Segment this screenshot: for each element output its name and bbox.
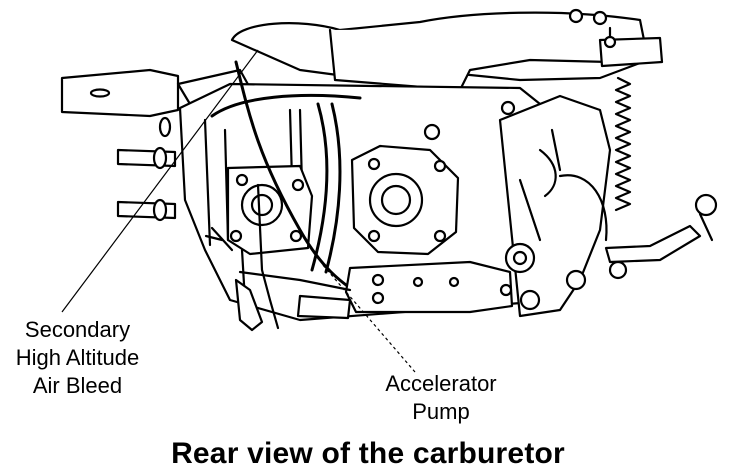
adjust-screw xyxy=(694,193,718,217)
figure-caption: Rear view of the carburetor xyxy=(171,437,565,470)
return-spring xyxy=(614,76,632,212)
label-line: Pump xyxy=(412,399,470,424)
base-plate xyxy=(344,260,514,314)
label-line: Air Bleed xyxy=(32,373,123,398)
label-line: Accelerator xyxy=(385,371,497,396)
fast-idle-lever xyxy=(234,278,264,332)
right-bracket xyxy=(604,224,702,264)
label-line: High Altitude xyxy=(15,345,140,370)
label-line: Secondary xyxy=(24,317,131,342)
choke-connector xyxy=(60,68,180,118)
accelerator-pump-label: Accelerator Pump xyxy=(354,370,528,426)
top-housing xyxy=(328,26,612,92)
air-bleed-leader xyxy=(61,49,259,313)
secondary-air-bleed-label: Secondary High Altitude Air Bleed xyxy=(0,316,155,400)
throttle-lever-housing xyxy=(498,94,612,318)
connector-slot xyxy=(89,88,111,98)
